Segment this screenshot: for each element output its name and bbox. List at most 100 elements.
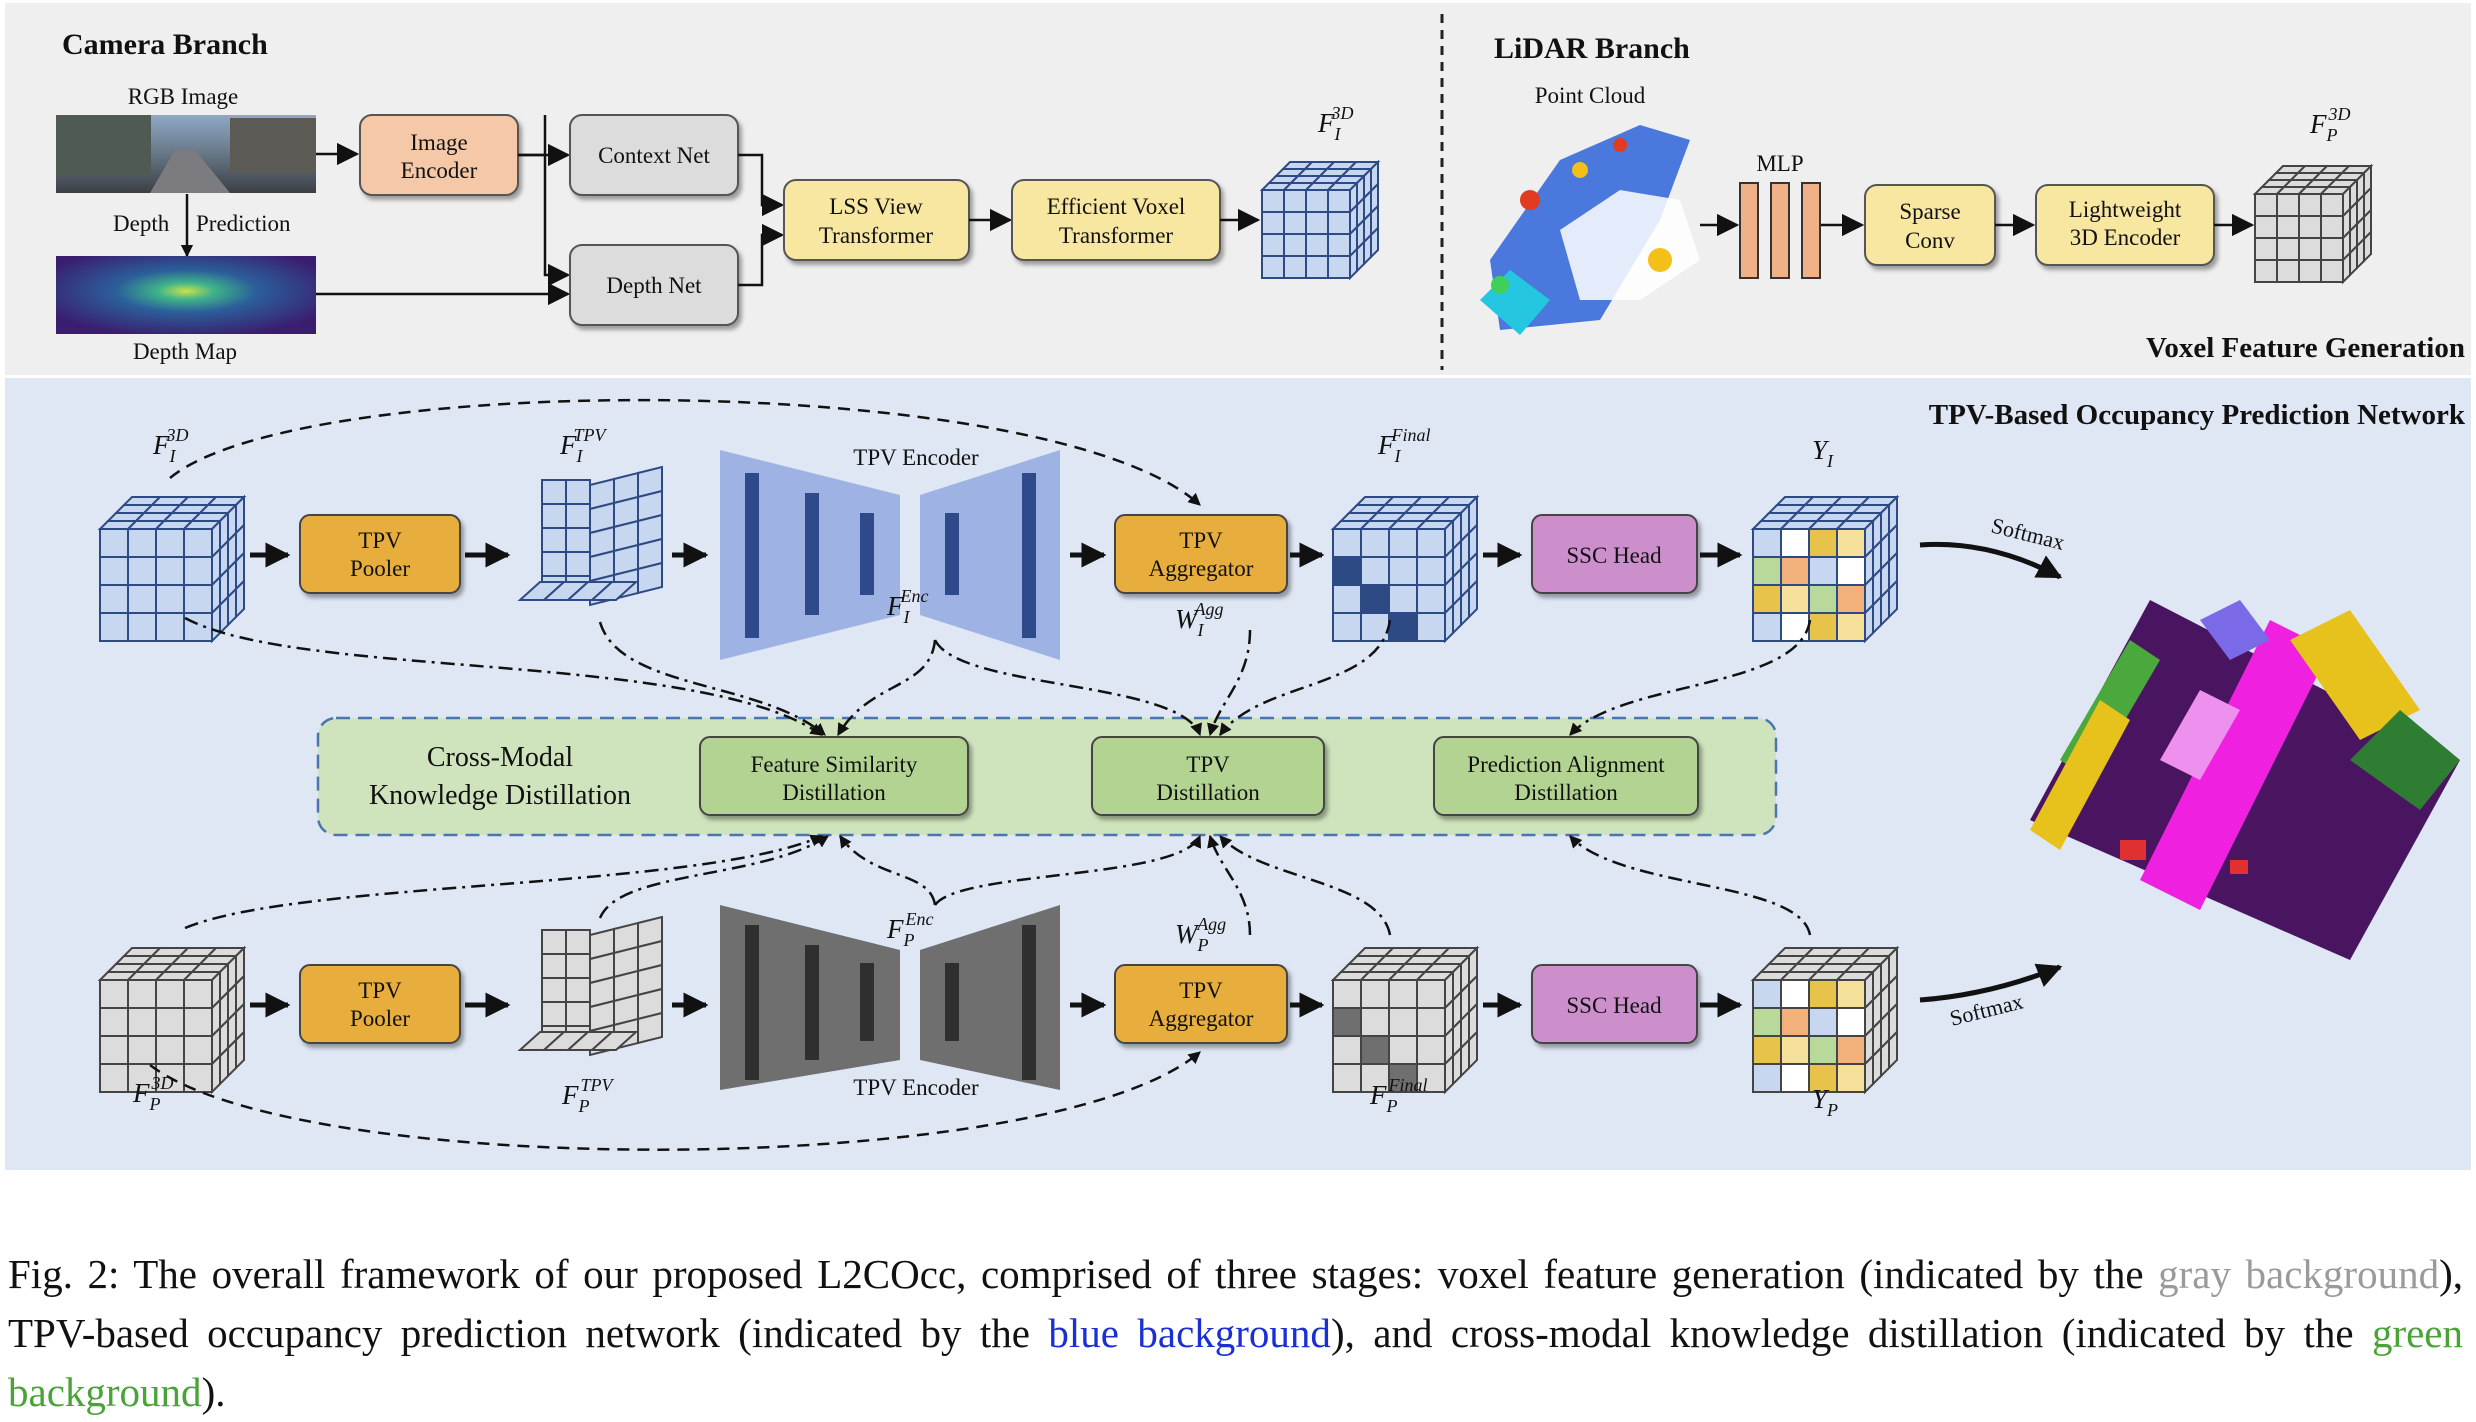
lidar-tpv-encoder <box>720 905 1060 1090</box>
lidar-ftpv-label: FPTPV <box>561 1075 615 1116</box>
caption-green-background: green background <box>8 1310 2464 1415</box>
svg-text:TPV: TPV <box>1186 752 1230 777</box>
camera-wagg-label: WIAgg <box>1175 599 1224 640</box>
svg-text:FPTPV: FPTPV <box>561 1075 615 1116</box>
svg-text:FP3D: FP3D <box>132 1073 174 1114</box>
camera-ffinal-label: FIFinal <box>1377 425 1431 466</box>
feature-similarity-distillation-box: Feature Similarity Distillation <box>699 736 969 816</box>
svg-text:FI3D: FI3D <box>1317 103 1354 144</box>
svg-text:Prediction Alignment: Prediction Alignment <box>1467 752 1665 777</box>
svg-text:SSC Head: SSC Head <box>1566 543 1662 568</box>
svg-text:Transformer: Transformer <box>1059 223 1173 248</box>
lidar-branch-title: LiDAR Branch <box>1494 32 1690 65</box>
camera-ssc-head-box: SSC Head <box>1531 514 1698 594</box>
svg-text:Lightweight: Lightweight <box>2069 197 2182 222</box>
svg-text:3D Encoder: 3D Encoder <box>2070 225 2181 250</box>
mlp-label: MLP <box>1756 151 1803 176</box>
caption-part-4: ). <box>201 1369 226 1415</box>
svg-text:Efficient Voxel: Efficient Voxel <box>1047 194 1186 219</box>
svg-text:YP: YP <box>1812 1084 1838 1120</box>
image-encoder-box: Image Encoder <box>359 114 519 196</box>
lidar-ffinal-label: FPFinal <box>1369 1075 1428 1116</box>
camera-ftpv-label: FITPV <box>559 425 608 466</box>
depth-label: Depth <box>113 211 170 236</box>
distillation-panel <box>316 716 1778 837</box>
svg-text:Pooler: Pooler <box>350 1006 410 1031</box>
sparse-conv-box: Sparse Conv <box>1864 184 1996 266</box>
camera-tpv-encoder <box>720 450 1060 660</box>
camera-3d-feature-label: FI3D <box>1317 103 1354 144</box>
figure-caption: Fig. 2: The overall framework of our pro… <box>8 1245 2463 1422</box>
svg-text:FPFinal: FPFinal <box>1369 1075 1428 1116</box>
lidar-ssc-head-box: SSC Head <box>1531 964 1698 1044</box>
svg-text:FP3D: FP3D <box>2309 104 2351 145</box>
lidar-voxel-cube <box>2252 163 2374 285</box>
svg-text:SSC Head: SSC Head <box>1566 993 1662 1018</box>
svg-text:WIAgg: WIAgg <box>1175 599 1224 640</box>
camera-tpv-encoder-label: TPV Encoder <box>853 445 979 470</box>
point-cloud-label: Point Cloud <box>1535 83 1646 108</box>
camera-final-cube <box>1330 494 1480 644</box>
mlp-layers <box>1739 182 1821 279</box>
efficient-voxel-transformer-box: Efficient Voxel Transformer <box>1011 179 1221 261</box>
camera-tpv-pooler-box: TPV Pooler <box>299 514 461 594</box>
svg-text:WPAgg: WPAgg <box>1175 914 1226 955</box>
camera-tpv-aggregator-box: TPV Aggregator <box>1114 514 1288 594</box>
svg-text:Distillation: Distillation <box>1514 780 1618 805</box>
camera-fenc-label: FIEnc <box>886 586 928 627</box>
lss-view-transformer-box: LSS View Transformer <box>783 179 970 261</box>
tpv-distillation-box: TPV Distillation <box>1091 736 1325 816</box>
distillation-title-line2: Knowledge Distillation <box>369 780 631 811</box>
svg-text:FPEnc: FPEnc <box>886 909 933 950</box>
svg-text:FIEnc: FIEnc <box>886 586 928 627</box>
lidar-softmax-arrow <box>1919 963 2063 1003</box>
camera-y-label: YI <box>1812 435 1834 471</box>
depth-map-label: Depth Map <box>133 339 237 364</box>
framework-diagram: Camera Branch RGB Image Depth Prediction… <box>5 3 2471 1170</box>
prediction-alignment-distillation-box: Prediction Alignment Distillation <box>1433 736 1699 816</box>
tpv-network-title: TPV-Based Occupancy Prediction Network <box>1929 399 2466 431</box>
svg-text:Aggregator: Aggregator <box>1149 556 1254 581</box>
camera-softmax-arrow <box>1919 541 2063 580</box>
skip-connections <box>149 398 1201 1151</box>
caption-gray-background: gray background <box>2158 1251 2440 1297</box>
svg-text:Transformer: Transformer <box>819 223 933 248</box>
svg-text:YI: YI <box>1812 435 1834 471</box>
rgb-image <box>56 115 316 193</box>
caption-blue-background: blue background <box>1048 1310 1331 1356</box>
lightweight-3d-encoder-box: Lightweight 3D Encoder <box>2035 184 2215 266</box>
svg-text:TPV: TPV <box>358 978 402 1003</box>
prediction-label: Prediction <box>196 211 291 236</box>
svg-text:Context Net: Context Net <box>598 143 710 168</box>
svg-text:Distillation: Distillation <box>782 780 886 805</box>
caption-part-3: ), and cross-modal knowledge distillatio… <box>1330 1310 2372 1356</box>
camera-voxel-cube <box>1259 159 1381 281</box>
lidar-row-cube <box>97 945 247 1095</box>
context-net-box: Context Net <box>569 114 739 196</box>
svg-text:Encoder: Encoder <box>401 158 478 183</box>
svg-text:Sparse: Sparse <box>1899 199 1960 224</box>
svg-text:LSS View: LSS View <box>829 194 923 219</box>
svg-text:Feature Similarity: Feature Similarity <box>751 752 918 777</box>
voxel-generation-title: Voxel Feature Generation <box>2146 332 2465 364</box>
svg-text:FI3D: FI3D <box>152 425 189 466</box>
occupancy-result-image <box>2030 600 2460 960</box>
lidar-tpv-aggregator-box: TPV Aggregator <box>1114 964 1288 1044</box>
lidar-f3d-label: FP3D <box>132 1073 174 1114</box>
lidar-prediction-cube <box>1750 945 1900 1095</box>
camera-prediction-cube <box>1750 494 1900 644</box>
depth-map-image <box>56 256 316 334</box>
lidar-y-label: YP <box>1812 1084 1838 1120</box>
svg-text:TPV: TPV <box>1179 978 1223 1003</box>
point-cloud-image <box>1480 125 1700 335</box>
lidar-final-cube <box>1330 945 1480 1095</box>
svg-text:Pooler: Pooler <box>350 556 410 581</box>
svg-text:Image: Image <box>410 130 467 155</box>
camera-f3d-label: FI3D <box>152 425 189 466</box>
distillation-links <box>184 616 1812 936</box>
distillation-title-line1: Cross-Modal <box>427 742 573 773</box>
lidar-wagg-label: WPAgg <box>1175 914 1226 955</box>
camera-tpv-planes <box>517 465 663 607</box>
caption-part-1: Fig. 2: The overall framework of our pro… <box>8 1251 2159 1297</box>
svg-text:Depth Net: Depth Net <box>606 273 702 298</box>
